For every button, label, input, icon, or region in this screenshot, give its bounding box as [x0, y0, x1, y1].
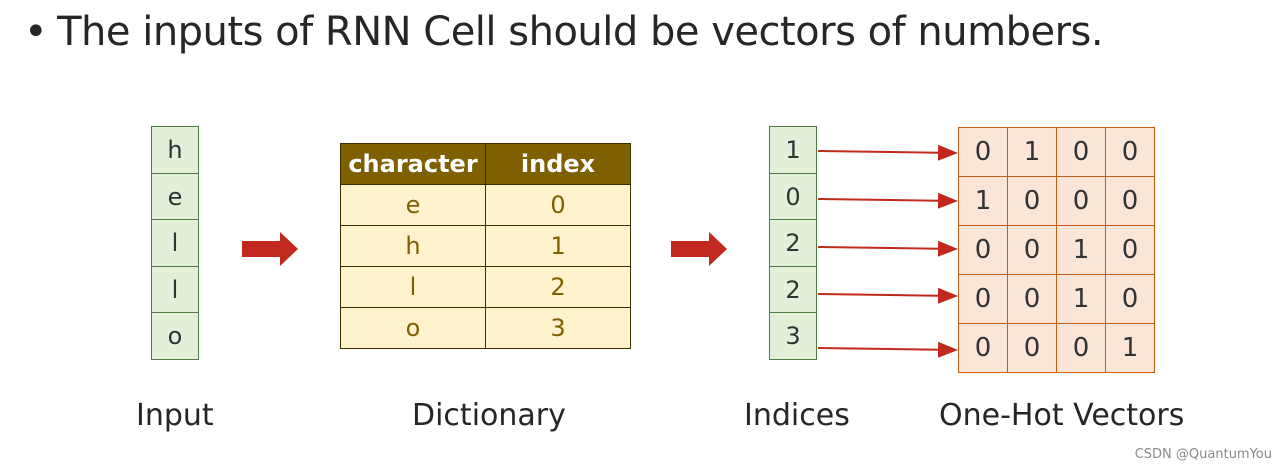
- one-hot-cell: 0: [1008, 275, 1057, 324]
- index-cell: 2: [769, 265, 817, 314]
- mapping-arrow: [817, 240, 958, 257]
- one-hot-cell: 0: [1057, 324, 1106, 373]
- table-cell: l: [340, 266, 486, 308]
- one-hot-cell: 0: [1008, 226, 1057, 275]
- dictionary-table: character index e 0 h 1 l 2 o 3: [340, 143, 631, 349]
- index-cell: 1: [769, 126, 817, 174]
- input-caption: Input: [136, 398, 214, 433]
- mapping-arrows: [817, 144, 958, 358]
- bullet-icon: •: [24, 9, 48, 55]
- table-cell: e: [340, 184, 486, 226]
- title-text: The inputs of RNN Cell should be vectors…: [57, 9, 1104, 55]
- one-hot-cell: 0: [959, 226, 1008, 275]
- one-hot-grid: 0 1 0 0 1 0 0 0 0 0 1 0 0 0 1 0 0 0 0 1: [958, 127, 1155, 373]
- indices-column: 1 0 2 2 3: [769, 126, 817, 360]
- mapping-arrow: [817, 192, 958, 209]
- input-cell: e: [151, 172, 199, 221]
- one-hot-cell: 0: [1057, 128, 1106, 177]
- one-hot-cell: 0: [959, 275, 1008, 324]
- dictionary-caption: Dictionary: [412, 398, 566, 433]
- table-cell: 1: [485, 225, 631, 267]
- one-hot-cell: 1: [1057, 226, 1106, 275]
- input-cell: l: [151, 219, 199, 267]
- table-cell: 0: [485, 184, 631, 226]
- right-arrow-icon: [242, 232, 298, 266]
- index-cell: 3: [769, 312, 817, 360]
- input-cell: l: [151, 265, 199, 314]
- input-column: h e l l o: [151, 126, 199, 360]
- table-row: l 2: [340, 266, 631, 308]
- one-hot-cell: 0: [1106, 226, 1155, 275]
- index-cell: 2: [769, 219, 817, 267]
- table-cell: 3: [485, 307, 631, 349]
- one-hot-cell: 1: [1057, 275, 1106, 324]
- table-row: e 0: [340, 184, 631, 226]
- table-row: h 1: [340, 225, 631, 267]
- one-hot-cell: 1: [1008, 128, 1057, 177]
- one-hot-cell: 1: [1106, 324, 1155, 373]
- slide-title: •The inputs of RNN Cell should be vector…: [24, 4, 1104, 60]
- table-cell: 2: [485, 266, 631, 308]
- one-hot-cell: 0: [1106, 275, 1155, 324]
- right-arrow-icon: [671, 232, 727, 266]
- one-hot-cell: 0: [959, 128, 1008, 177]
- watermark: CSDN @QuantumYou: [1134, 447, 1272, 462]
- one-hot-cell: 0: [1106, 177, 1155, 226]
- table-cell: h: [340, 225, 486, 267]
- mapping-arrow: [817, 287, 958, 304]
- one-hot-cell: 0: [1008, 177, 1057, 226]
- one-hot-cell: 0: [959, 324, 1008, 373]
- column-header: character: [340, 143, 486, 185]
- index-cell: 0: [769, 172, 817, 221]
- indices-caption: Indices: [744, 398, 850, 433]
- input-cell: o: [151, 312, 199, 360]
- table-cell: o: [340, 307, 486, 349]
- one-hot-caption: One-Hot Vectors: [939, 398, 1185, 433]
- table-header-row: character index: [340, 143, 631, 185]
- one-hot-cell: 0: [1057, 177, 1106, 226]
- one-hot-cell: 0: [1106, 128, 1155, 177]
- mapping-arrow: [817, 341, 958, 358]
- one-hot-cell: 1: [959, 177, 1008, 226]
- table-row: o 3: [340, 307, 631, 349]
- column-header: index: [485, 143, 631, 185]
- input-cell: h: [151, 126, 199, 174]
- one-hot-cell: 0: [1008, 324, 1057, 373]
- mapping-arrow: [817, 144, 958, 161]
